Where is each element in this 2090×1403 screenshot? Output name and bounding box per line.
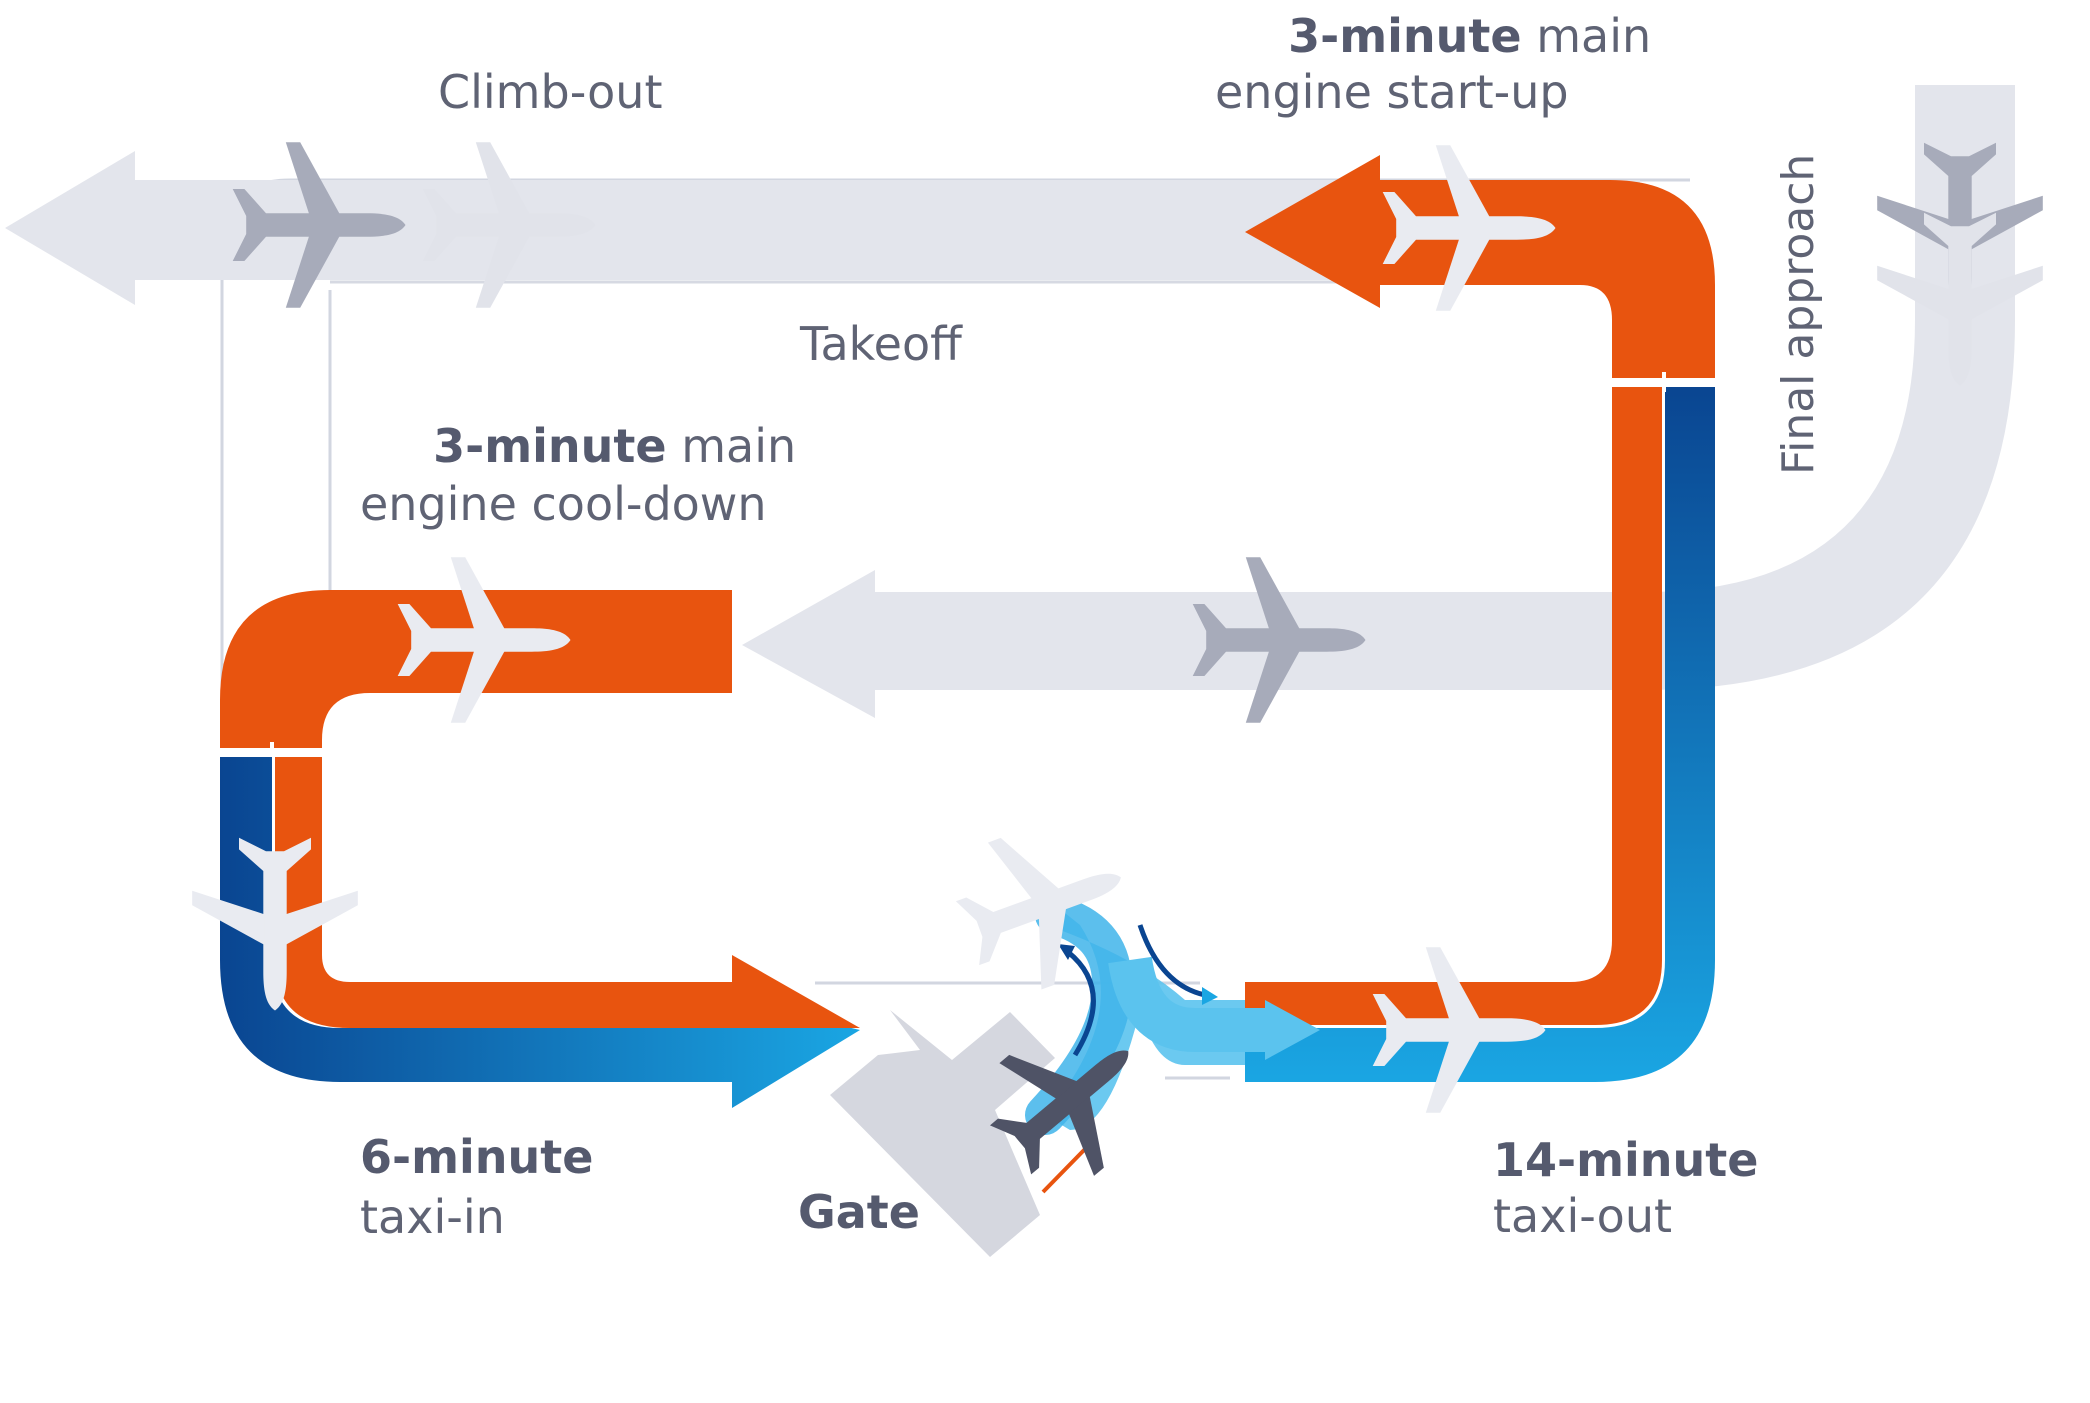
startup-label-bold: 3-minute: [1288, 9, 1521, 63]
final-approach-label: Final approach: [1773, 154, 1824, 475]
taxi-out-lead-in: [1108, 956, 1280, 1052]
taxi-in-engine-band: [275, 757, 860, 1028]
plane-taxi-out-icon: [1372, 947, 1546, 1113]
join-dash-left-gap: [270, 742, 274, 762]
pushback-arrow-dark-head: [1058, 944, 1075, 960]
startup-label: 3-minute main: [1215, 9, 1695, 63]
takeoff-label: Takeoff: [799, 317, 963, 371]
cooldown-label-bold: 3-minute: [433, 419, 666, 473]
plane-landing-icon: [1192, 557, 1366, 723]
tow-arrow-orange: [1041, 1144, 1090, 1194]
plane-startup-icon: [1382, 145, 1556, 311]
taxi-out-band: [1245, 385, 1715, 1082]
gate-building: [830, 1010, 1055, 1257]
join-dash-right-gap: [1662, 372, 1666, 392]
plane-final-approach-ghost-icon: [1877, 212, 2043, 386]
taxi-in-band: [220, 757, 860, 1108]
taxi-in-label-line2: taxi-in: [360, 1190, 505, 1244]
climb-out-band: [5, 151, 1640, 305]
taxi-in-label-bold: 6-minute: [360, 1130, 593, 1184]
taxi-out-lead-arrow: [1265, 1000, 1320, 1060]
gate-label: Gate: [798, 1185, 920, 1239]
startup-label-line2: engine start-up: [1215, 65, 1569, 119]
startup-label-rest: main: [1522, 9, 1652, 63]
cooldown-label-rest: main: [667, 419, 797, 473]
taxi-arrow-dark: [1137, 924, 1206, 998]
taxi-out-engine-band: [1245, 385, 1662, 1025]
final-approach-band-shape: [742, 85, 2015, 718]
startup-band: [1245, 155, 1715, 380]
taxi-out-label-bold: 14-minute: [1493, 1133, 1759, 1187]
pushback-arrow-dark: [1066, 950, 1096, 1057]
taxi-out-label-line2: taxi-out: [1493, 1189, 1672, 1243]
taxi-arrow-dark-head: [1202, 987, 1218, 1005]
cooldown-label-line2: engine cool-down: [360, 477, 767, 531]
cooldown-label: 3-minute main: [360, 419, 840, 473]
climb-out-label: Climb-out: [438, 65, 662, 119]
plane-cooldown-icon: [397, 557, 571, 723]
